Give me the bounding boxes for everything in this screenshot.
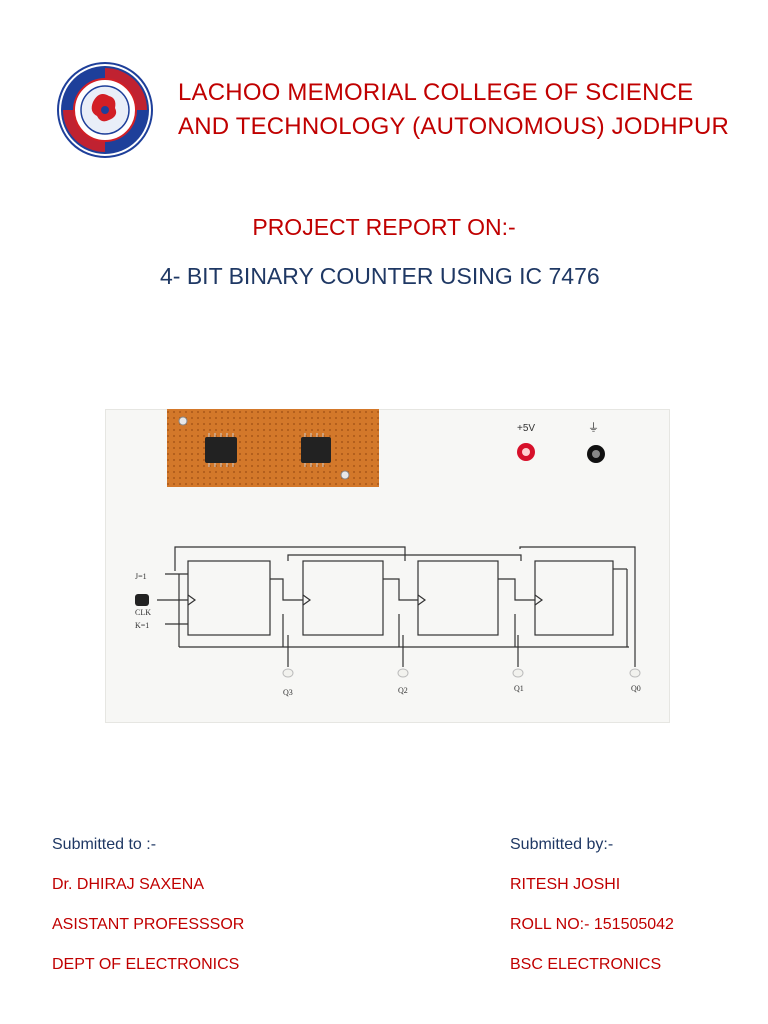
counter-circuit-drawing: +5V ⏚ — [135, 409, 641, 697]
college-logo — [55, 60, 155, 160]
output-label-q2: Q2 — [398, 686, 408, 695]
report-title: 4- BIT BINARY COUNTER USING IC 7476 — [160, 263, 600, 289]
output-leds — [282, 668, 641, 678]
k-input-label: K=1 — [135, 621, 149, 630]
output-label-q1: Q1 — [514, 684, 524, 693]
ground-symbol: ⏚ — [588, 421, 599, 434]
submitted-by-label: Submitted by:- — [510, 836, 614, 853]
college-name-line-1: LACHOO MEMORIAL COLLEGE OF SCIENCE — [178, 79, 694, 106]
clk-input-label: CLK — [135, 608, 151, 617]
power-label: +5V — [517, 423, 535, 434]
output-label-q0: Q0 — [631, 684, 641, 693]
student-roll-number: ROLL NO:- 151505042 — [510, 916, 674, 933]
output-label-q3: Q3 — [283, 688, 293, 697]
submitted-to-section: Submitted to :- Dr. DHIRAJ SAXENA ASISTA… — [52, 832, 244, 992]
college-name: LACHOO MEMORIAL COLLEGE OF SCIENCE AND T… — [178, 76, 729, 144]
submitted-by-section: Submitted by:- RITESH JOSHI ROLL NO:- 15… — [510, 832, 674, 992]
submitted-to-label: Submitted to :- — [52, 836, 157, 853]
perfboard — [167, 409, 379, 487]
report-heading: PROJECT REPORT ON:- — [252, 214, 516, 240]
college-name-line-2: AND TECHNOLOGY (AUTONOMOUS) JODHPUR — [178, 113, 730, 140]
student-course: BSC ELECTRONICS — [510, 956, 662, 973]
guide-designation: ASISTANT PROFESSSOR — [52, 916, 245, 933]
j-input-label: J=1 — [135, 572, 147, 581]
guide-department: DEPT OF ELECTRONICS — [52, 956, 240, 973]
college-emblem-icon — [57, 62, 153, 158]
project-photo: +5V ⏚ — [105, 409, 670, 723]
guide-name: Dr. DHIRAJ SAXENA — [52, 876, 205, 893]
clock-switch — [135, 594, 149, 606]
counter-diagram — [157, 546, 636, 667]
student-name: RITESH JOSHI — [510, 876, 621, 893]
